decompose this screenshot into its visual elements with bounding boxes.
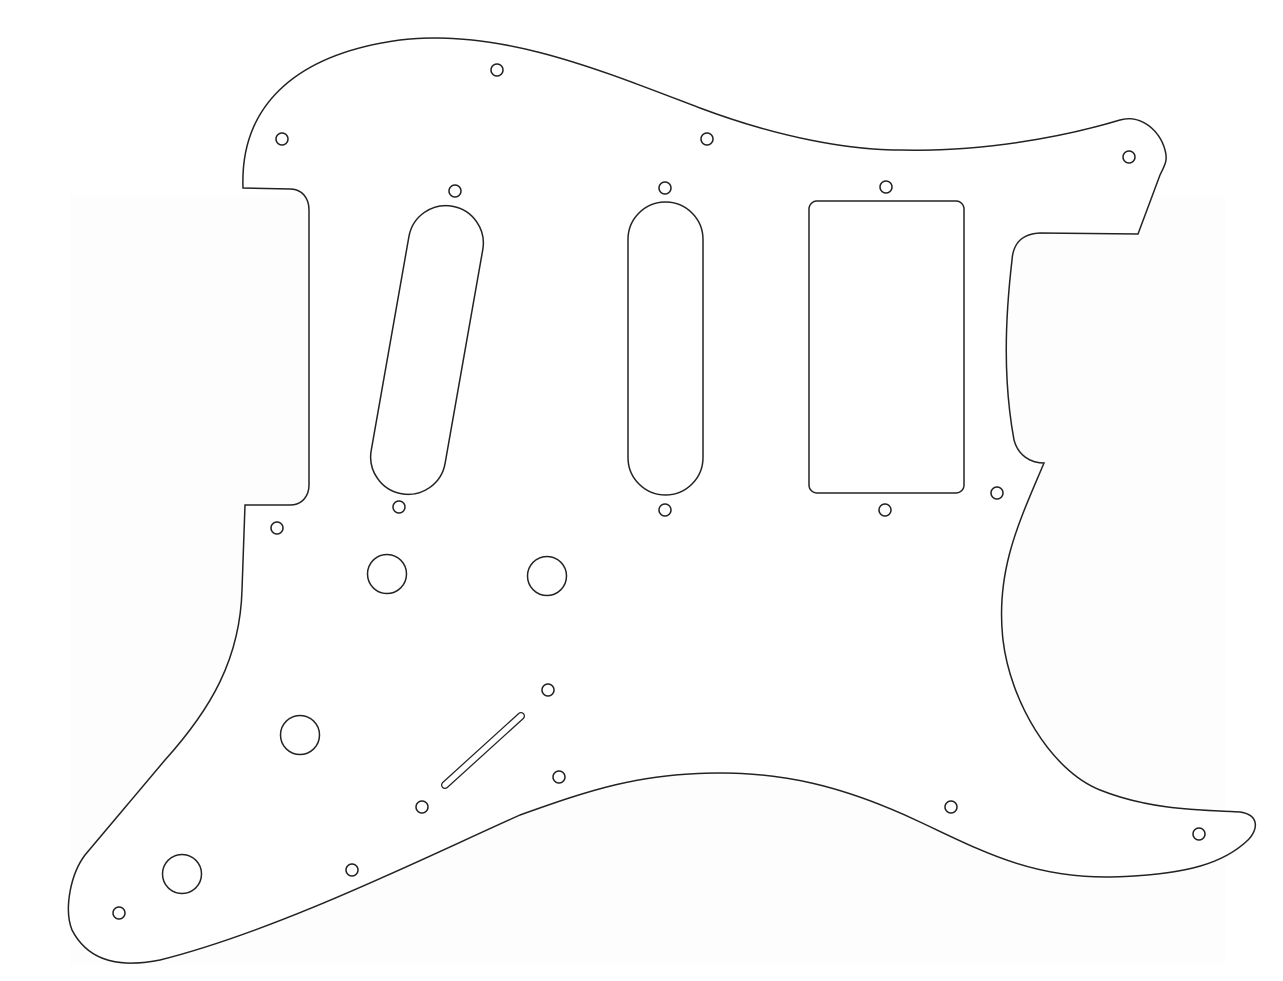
screw-holes [112, 63, 1206, 920]
screw-hole [658, 181, 672, 195]
screw-hole [1192, 827, 1206, 841]
screw-hole [552, 770, 566, 784]
screw-hole [270, 521, 284, 535]
screw-hole [1122, 150, 1136, 164]
control-hole [279, 714, 321, 756]
screw-hole [415, 800, 429, 814]
control-holes [161, 553, 568, 895]
neck-pickup-cutout [369, 204, 485, 496]
bridge-humbucker-cutout [808, 200, 965, 494]
screw-hole [658, 503, 672, 517]
screw-hole [541, 683, 555, 697]
control-hole [161, 853, 203, 895]
screw-hole [700, 132, 714, 146]
control-hole [526, 555, 568, 597]
screw-hole [990, 486, 1004, 500]
screw-hole [392, 500, 406, 514]
screw-hole [490, 63, 504, 77]
screw-hole [275, 132, 289, 146]
middle-pickup-cutout [627, 201, 704, 496]
screw-hole [112, 906, 126, 920]
screw-hole [879, 180, 893, 194]
screw-hole [944, 800, 958, 814]
screw-hole [345, 863, 359, 877]
control-hole [366, 553, 408, 595]
pickguard-outline [67, 37, 1256, 964]
switch-slot [441, 712, 525, 789]
screw-hole [448, 184, 462, 198]
screw-hole [878, 503, 892, 517]
